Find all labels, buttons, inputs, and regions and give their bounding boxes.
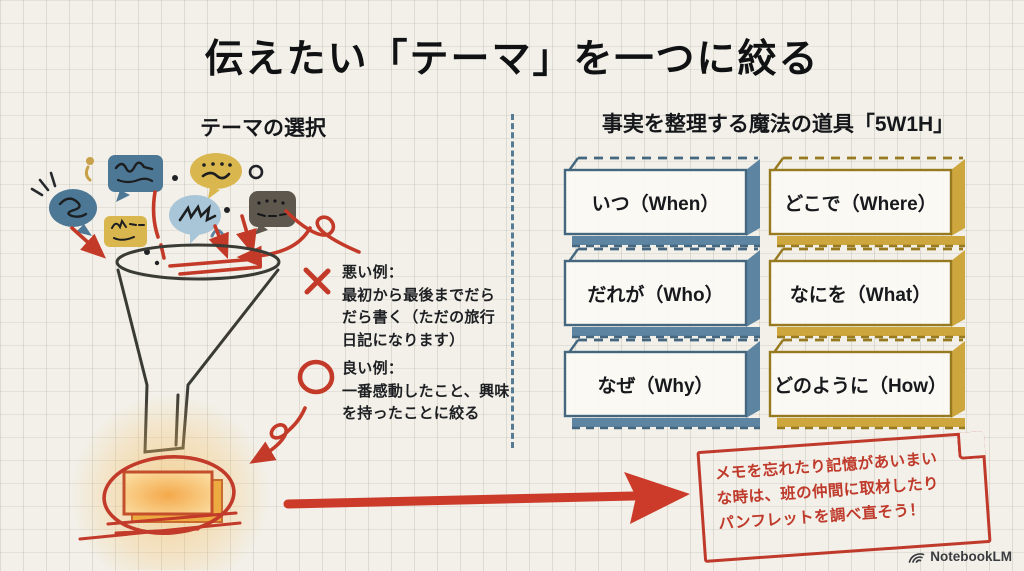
circle-mark-icon	[297, 359, 335, 395]
bad-example-text: 悪い例： 最初から最後までだら だら書く（ただの旅行 日記になります）	[342, 264, 496, 349]
box-how: どのように（How）	[767, 336, 969, 430]
box-label: どこで（Where）	[784, 193, 937, 215]
box-label: どのように（How）	[773, 375, 948, 397]
red-arrows-into-funnel	[70, 190, 361, 276]
big-red-arrow-right-icon	[283, 472, 690, 524]
box-label: いつ（When）	[591, 193, 720, 215]
funnel-illustration	[30, 153, 361, 570]
red-loop-arrow	[249, 406, 307, 464]
box-who: だれが（Who）	[562, 245, 764, 339]
box-label: なぜ（Why）	[597, 375, 714, 397]
note-text: メモを忘れたり記憶があいまい な時は、班の仲間に取材したり パンフレットを調べ直…	[714, 450, 940, 533]
emphasis-marks-icon	[30, 171, 57, 197]
box-label: なにを（What）	[789, 284, 932, 306]
glowing-output-card	[70, 394, 270, 570]
notebooklm-icon	[908, 553, 925, 563]
right-section-heading: 事実を整理する魔法の道具「5W1H」	[601, 113, 955, 136]
tan-doodle-icon	[84, 157, 94, 182]
box-where: どこで（Where）	[767, 154, 969, 248]
logo-text: NotebookLM	[930, 549, 1012, 564]
box-what: なにを（What）	[767, 245, 969, 339]
good-example-text: 良い例： 一番感動したこと、興味 を持ったことに絞る	[342, 360, 510, 422]
folded-corner-icon	[956, 431, 986, 460]
speech-bubble-cluster	[49, 153, 296, 266]
box-when: いつ（When）	[562, 154, 764, 248]
x-mark-icon	[303, 267, 331, 295]
notebooklm-logo: NotebookLM	[908, 549, 1012, 564]
box-why: なぜ（Why）	[562, 336, 764, 430]
note-paper: メモを忘れたり記憶があいまい な時は、班の仲間に取材したり パンフレットを調べ直…	[696, 431, 992, 563]
section-divider	[511, 114, 514, 448]
left-section-heading: テーマの選択	[200, 117, 326, 140]
box-label: だれが（Who）	[587, 284, 724, 306]
page-title: 伝えたい「テーマ」を一つに絞る	[204, 38, 820, 81]
